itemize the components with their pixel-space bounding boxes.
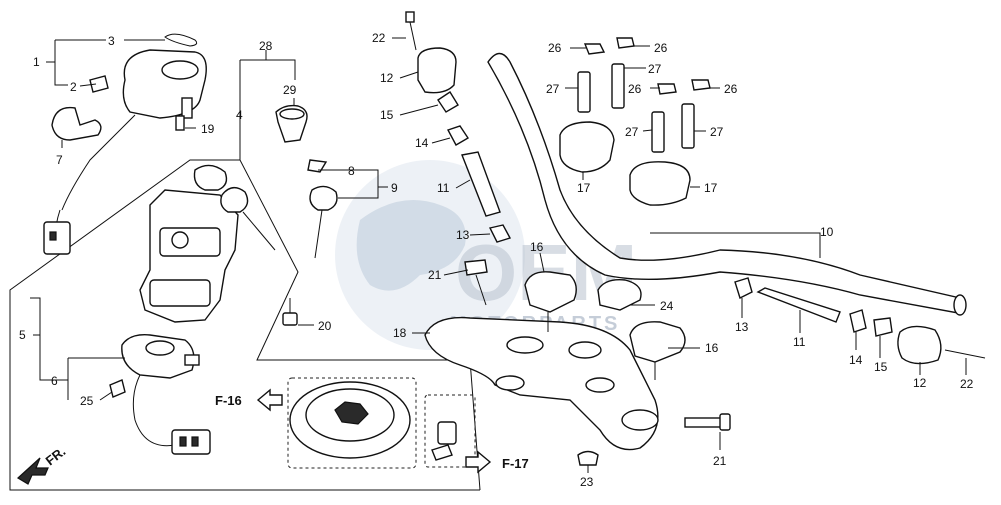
callout-7: 7	[56, 153, 63, 167]
callout-26-c: 26	[628, 82, 642, 96]
callout-6: 6	[51, 374, 58, 388]
callout-27-d: 27	[710, 125, 724, 139]
callout-17-bottom: 17	[704, 181, 718, 195]
ref-f16-label: F-16	[215, 393, 242, 408]
callout-9: 9	[391, 181, 398, 195]
callout-numbers: 1 2 3 4 5 6 7 8 9 10 11 11 12 12 13 13 1…	[19, 31, 974, 489]
group-outlines	[9, 60, 481, 491]
callout-13-right: 13	[735, 320, 749, 334]
callout-25: 25	[80, 394, 94, 408]
callout-12-bottom: 12	[913, 376, 927, 390]
callout-8: 8	[348, 164, 355, 178]
callout-23: 23	[580, 475, 594, 489]
callout-18: 18	[393, 326, 407, 340]
ref-f17-label: F-17	[502, 456, 529, 471]
callout-1: 1	[33, 55, 40, 69]
callout-20: 20	[318, 319, 332, 333]
fuel-cap-assembly	[289, 381, 457, 461]
callout-27-b: 27	[648, 62, 662, 76]
callout-4: 4	[236, 108, 243, 122]
callout-14-top: 14	[415, 136, 429, 150]
handlebar	[487, 52, 967, 316]
callout-10: 10	[820, 225, 834, 239]
callout-3: 3	[108, 34, 115, 48]
callout-24: 24	[660, 299, 674, 313]
reference-arrows	[16, 388, 492, 485]
handlebar-holders	[559, 37, 711, 206]
lower-switch-assembly	[109, 334, 211, 455]
f16-arrow-icon	[256, 388, 283, 412]
callout-26-a: 26	[548, 41, 562, 55]
callout-11-bottom: 11	[793, 335, 806, 349]
callout-15-bottom: 15	[874, 360, 888, 374]
f17-arrow-icon	[465, 450, 492, 474]
callout-22-top: 22	[372, 31, 386, 45]
callout-12-top: 12	[380, 71, 394, 85]
callout-15-top: 15	[380, 108, 394, 122]
ignition-lock-assembly	[139, 104, 338, 323]
callout-22-bottom: 22	[960, 377, 974, 391]
callout-26-b: 26	[654, 41, 668, 55]
callout-5: 5	[19, 328, 26, 342]
callout-21-left: 21	[428, 268, 442, 282]
callout-11-top: 11	[437, 181, 450, 195]
callout-26-d: 26	[724, 82, 738, 96]
front-arrow-icon	[16, 457, 49, 485]
leader-lines	[30, 37, 967, 473]
callout-28: 28	[259, 39, 273, 53]
callout-21-bottom: 21	[713, 454, 727, 468]
callout-16-bottom: 16	[705, 341, 719, 355]
front-direction-label: FR.	[43, 444, 69, 469]
right-side-parts	[734, 277, 986, 365]
screws-left	[282, 11, 512, 326]
callout-16-top: 16	[530, 240, 544, 254]
callout-29: 29	[283, 83, 297, 97]
callout-13-left: 13	[456, 228, 470, 242]
callout-14-bottom: 14	[849, 353, 863, 367]
ignition-switch-cover	[43, 33, 207, 255]
callout-27-a: 27	[546, 82, 560, 96]
callout-19: 19	[201, 122, 215, 136]
callout-27-c: 27	[625, 125, 639, 139]
top-bridge	[424, 271, 731, 466]
callout-2: 2	[70, 80, 77, 94]
callout-17-top: 17	[577, 181, 591, 195]
